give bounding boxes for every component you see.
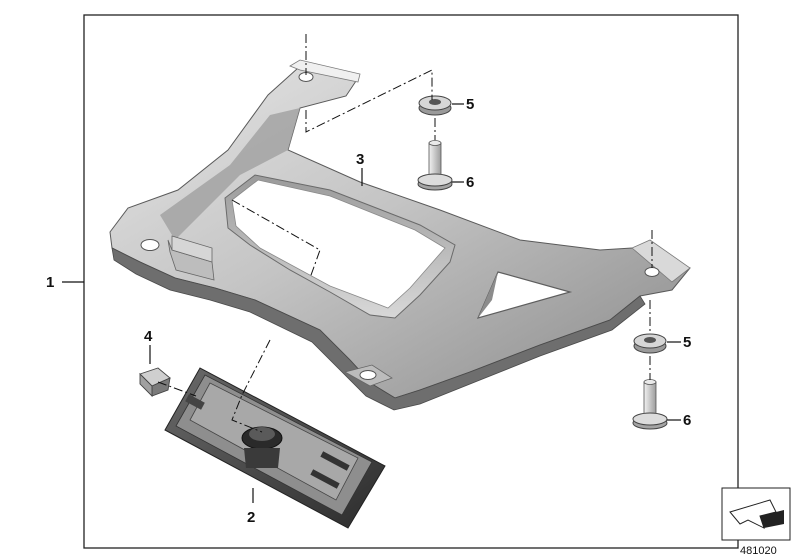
callout-6-right: 6 <box>683 412 691 429</box>
bracket-part <box>109 59 691 411</box>
washer-part-right <box>633 333 667 354</box>
bolt-part-right <box>632 379 668 430</box>
diagram-number: 481020 <box>740 545 777 557</box>
callout-2: 2 <box>247 509 255 526</box>
callout-4: 4 <box>144 328 153 345</box>
callout-6-top: 6 <box>466 174 474 191</box>
clip-part <box>139 367 171 398</box>
callout-1: 1 <box>46 274 54 291</box>
callout-5-top: 5 <box>466 96 474 113</box>
bolt-part-top <box>417 140 453 191</box>
assembly-axes <box>157 34 653 433</box>
leader-lines <box>62 103 681 503</box>
callout-3: 3 <box>356 151 364 168</box>
callout-5-right: 5 <box>683 334 691 351</box>
view-direction-icon <box>721 487 791 541</box>
plate-part <box>164 367 386 529</box>
washer-part-top <box>418 95 452 116</box>
